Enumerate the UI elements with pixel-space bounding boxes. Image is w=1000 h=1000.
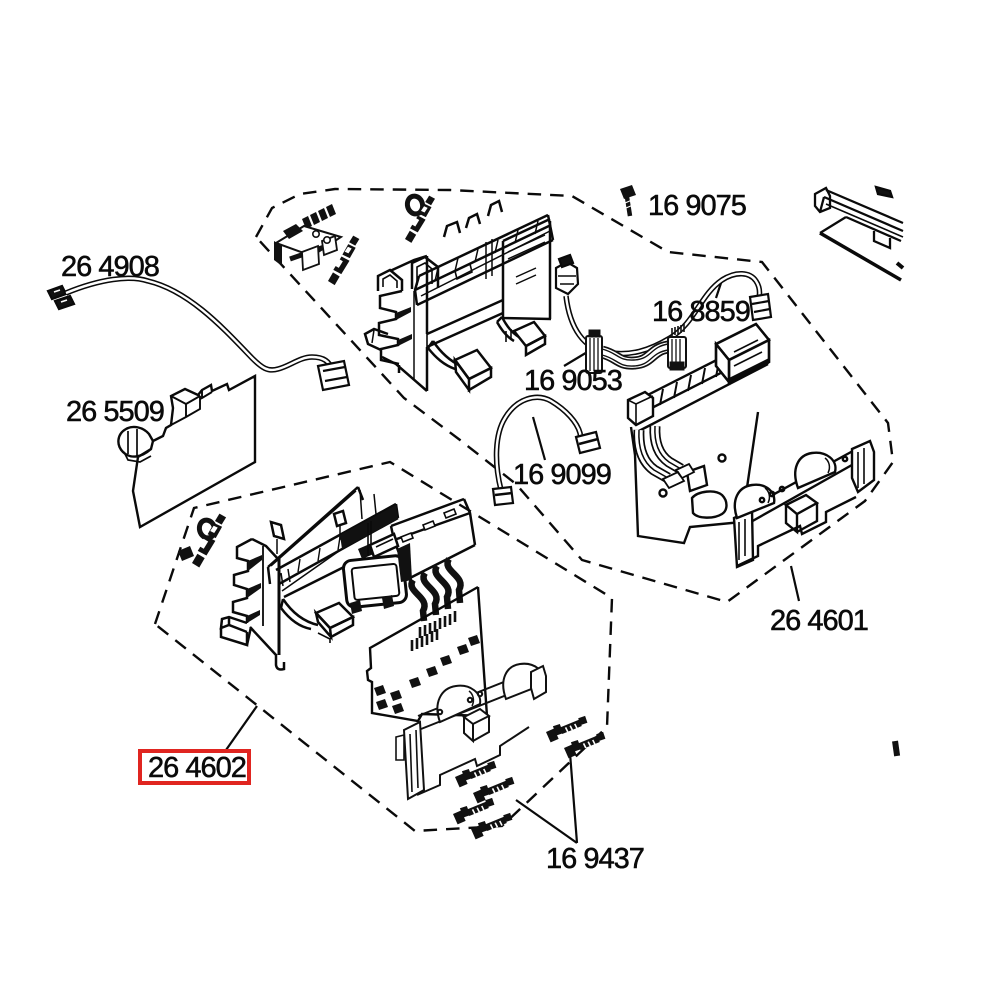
svg-text:16 9053: 16 9053 bbox=[524, 365, 622, 397]
svg-text:26 4601: 26 4601 bbox=[770, 605, 868, 637]
svg-text:16 9099: 16 9099 bbox=[513, 459, 611, 491]
svg-text:16 9437: 16 9437 bbox=[546, 843, 644, 875]
svg-text:16 8859: 16 8859 bbox=[652, 296, 750, 328]
svg-text:26 4602: 26 4602 bbox=[148, 752, 246, 784]
svg-text:26 5509: 26 5509 bbox=[66, 396, 164, 428]
svg-text:16 9075: 16 9075 bbox=[648, 190, 746, 222]
svg-text:26 4908: 26 4908 bbox=[61, 251, 159, 283]
